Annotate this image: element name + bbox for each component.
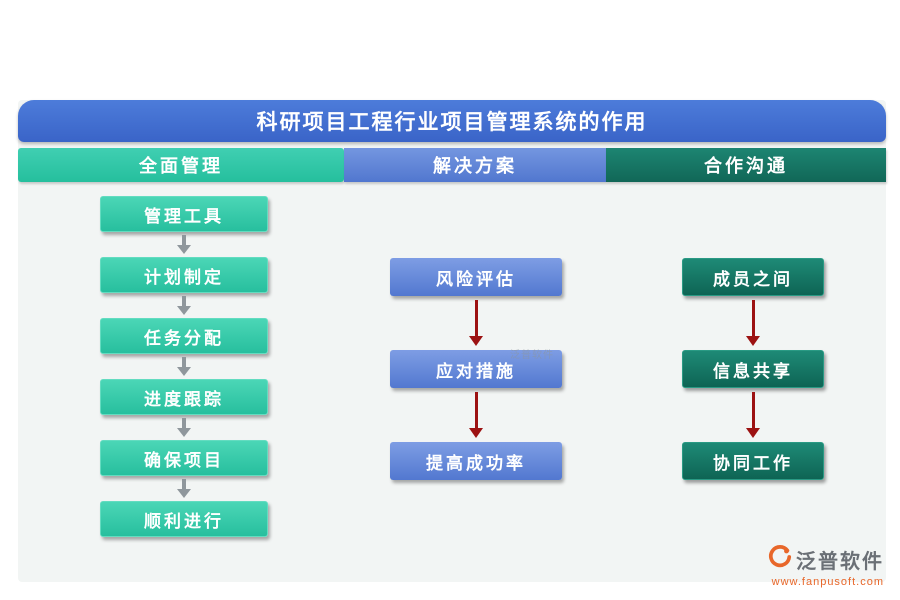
flow-column-management: 管理工具 计划制定 任务分配 进度跟踪 确保项目 顺利进行 [100, 196, 268, 537]
down-arrow-icon [177, 357, 191, 376]
column-headers: 全面管理 解决方案 合作沟通 [18, 148, 886, 182]
tab-cooperation: 合作沟通 [606, 148, 886, 182]
flow-node: 进度跟踪 [100, 379, 268, 415]
down-arrow-icon [746, 300, 760, 346]
flow-node: 协同工作 [682, 442, 824, 480]
flow-node: 计划制定 [100, 257, 268, 293]
brand-logo: 泛普软件 www.fanpusoft.com [768, 545, 884, 588]
down-arrow-icon [469, 300, 483, 346]
down-arrow-icon [177, 418, 191, 437]
flow-node: 应对措施 [390, 350, 562, 388]
flow-node: 风险评估 [390, 258, 562, 296]
brand-name: 泛普软件 [796, 551, 884, 573]
flow-node: 提高成功率 [390, 442, 562, 480]
down-arrow-icon [177, 479, 191, 498]
watermark: 泛普软件 [510, 350, 554, 361]
flow-node: 任务分配 [100, 318, 268, 354]
page-title: 科研项目工程行业项目管理系统的作用 [18, 100, 886, 142]
brand-url: www.fanpusoft.com [771, 576, 884, 588]
flow-column-cooperation: 成员之间 信息共享 协同工作 [682, 258, 824, 480]
down-arrow-icon [746, 392, 760, 438]
down-arrow-icon [469, 392, 483, 438]
flow-node: 确保项目 [100, 440, 268, 476]
fanpu-logo-icon [768, 545, 792, 574]
down-arrow-icon [177, 235, 191, 254]
flow-node: 信息共享 [682, 350, 824, 388]
flow-node: 成员之间 [682, 258, 824, 296]
down-arrow-icon [177, 296, 191, 315]
flow-node: 顺利进行 [100, 501, 268, 537]
brand-row: 泛普软件 [768, 545, 884, 574]
tab-comprehensive-management: 全面管理 [18, 148, 344, 182]
flow-column-solution: 风险评估 应对措施 提高成功率 [390, 258, 562, 480]
flow-node: 管理工具 [100, 196, 268, 232]
diagram-panel: 科研项目工程行业项目管理系统的作用 全面管理 解决方案 合作沟通 管理工具 计划… [18, 100, 886, 582]
tab-solution: 解决方案 [344, 148, 606, 182]
